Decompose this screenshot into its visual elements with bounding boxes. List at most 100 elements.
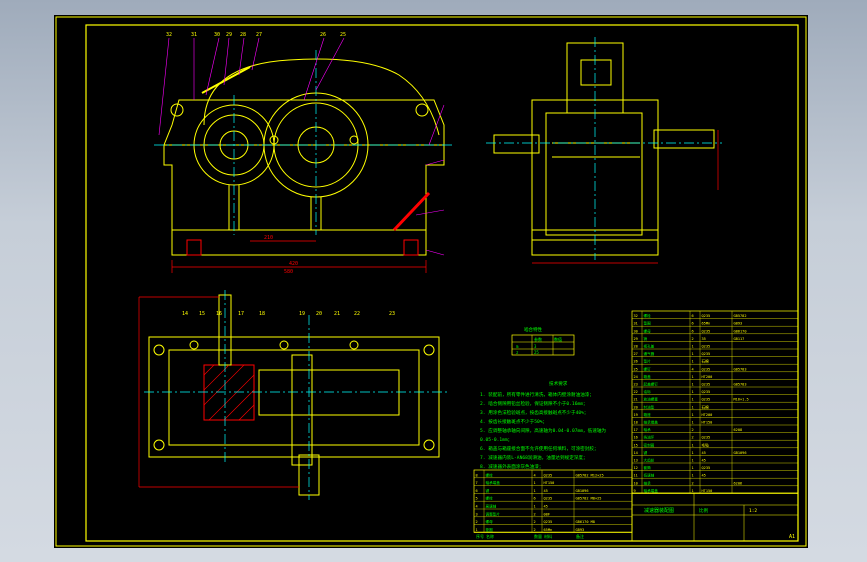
parts-cell: 油标 [644, 389, 652, 394]
side-dimensions [532, 130, 719, 264]
callout: 26 [320, 32, 326, 38]
plan-hatching [203, 364, 255, 421]
parts-cell: HT150 [702, 489, 713, 493]
parts-cell: 2 [692, 481, 694, 485]
parts-cell: 31 [634, 322, 638, 326]
parts-cell: Q235 [702, 329, 711, 333]
callout: 28 [240, 32, 246, 38]
parts-cell: 32 [634, 314, 638, 318]
parts-cell: 键 [644, 450, 648, 455]
side-view[interactable] [493, 42, 715, 256]
parts-cell: 轴承端盖 [486, 480, 501, 485]
svg-text:参数: 参数 [534, 336, 542, 342]
callout: 16 [216, 311, 222, 317]
parts-cell: 3 [476, 512, 478, 516]
parts-cell: 1 [692, 398, 694, 402]
parts-cell: 轴承端盖 [644, 420, 659, 425]
front-leaders [158, 37, 445, 256]
callout: 31 [191, 32, 197, 38]
parts-cell: 26 [634, 360, 638, 364]
parts-cell: HT150 [702, 421, 713, 425]
parts-cell: 2 [534, 528, 536, 532]
parts-cell: Q235 [702, 390, 711, 394]
svg-text:m: m [516, 344, 519, 349]
parts-cell: 1 [692, 451, 694, 455]
plan-housing-outer [148, 336, 440, 458]
parts-cell: 1 [692, 405, 694, 409]
parts-cell: 轴承 [644, 480, 652, 485]
front-cover-arc [203, 58, 440, 136]
parts-cell: 2 [692, 337, 694, 341]
plan-view[interactable] [148, 294, 440, 496]
parts-cell: 8 [476, 473, 478, 477]
parts-cell: 13 [634, 459, 638, 463]
callout: 20 [316, 311, 322, 317]
parts-cell: 毛毡 [702, 442, 710, 447]
parts-cell: 45 [544, 489, 548, 493]
parts-cell: 低速轴 [644, 473, 655, 478]
tech-title: 技术要求 [549, 380, 568, 387]
parts-cell: M16×1.5 [734, 398, 749, 402]
svg-text:4. 按齿长接触斑点不少于50%；: 4. 按齿长接触斑点不少于50%； [480, 418, 547, 425]
drawing-sheet[interactable]: 420 210 32 31 30 29 28 27 26 25 [54, 15, 808, 548]
parts-cell: 1 [692, 466, 694, 470]
parts-cell: 20 [634, 405, 638, 409]
parts-cell: 6 [692, 329, 694, 333]
plan-housing-inner [168, 349, 420, 446]
side-inspection-hole [580, 59, 612, 86]
svg-text:0.05-0.1mm；: 0.05-0.1mm； [480, 437, 512, 443]
drawing-frame [85, 24, 799, 542]
assembly-drawing-canvas[interactable]: 420 210 32 31 30 29 28 27 26 25 [54, 15, 808, 548]
parts-cell: 1 [534, 505, 536, 509]
parts-cell: GB117 [734, 337, 745, 341]
parts-cell: 2 [476, 520, 478, 524]
callout: 14 [182, 311, 188, 317]
svg-text:1. 装配前，所有零件进行清洗，箱体内壁涂耐油油漆；: 1. 装配前，所有零件进行清洗，箱体内壁涂耐油油漆； [480, 391, 594, 398]
parts-cell: 35 [702, 337, 706, 341]
parts-cell: 螺母 [644, 328, 652, 333]
parts-cell: 4 [692, 367, 694, 371]
front-centerlines [154, 50, 454, 235]
parts-cell: GB6170 M8 [576, 520, 595, 524]
callout: 18 [259, 311, 265, 317]
parts-cell: 24 [634, 375, 638, 379]
parts-cell: 1 [692, 345, 694, 349]
parts-header: 名称 [486, 533, 494, 539]
mesh-table: 啮合特性 参数 数值 m 3 z 25 [511, 326, 575, 356]
parts-cell: 大齿轮 [644, 458, 655, 463]
parts-cell: 16 [634, 436, 638, 440]
parts-cell: 箱座 [644, 412, 652, 417]
front-view[interactable] [163, 58, 445, 256]
parts-cell: 1 [692, 489, 694, 493]
callout: 29 [226, 32, 232, 38]
parts-cell: 密封圈 [644, 442, 655, 447]
parts-cell: 7 [476, 481, 478, 485]
side-centerlines [486, 37, 722, 260]
parts-cell: 箱盖 [644, 374, 652, 379]
parts-cell: 套筒 [644, 465, 652, 470]
parts-cell: Q235 [702, 352, 711, 356]
parts-cell: 10 [634, 481, 638, 485]
parts-cell: 销 [644, 336, 648, 341]
callout: 17 [238, 311, 244, 317]
parts-cell: Q235 [702, 466, 711, 470]
parts-cell: 通气器 [644, 351, 655, 356]
svg-text:3. 用涂色法检验斑点，按齿高接触斑点不少于40%；: 3. 用涂色法检验斑点，按齿高接触斑点不少于40%； [480, 409, 588, 416]
parts-cell: 1 [692, 421, 694, 425]
parts-cell: 1 [692, 413, 694, 417]
low-speed-shaft [291, 354, 313, 466]
parts-cell: HT200 [702, 375, 713, 379]
parts-cell: 11 [634, 474, 638, 478]
parts-cell: HT200 [702, 413, 713, 417]
parts-cell: 垫圈 [486, 527, 494, 532]
parts-cell: 21 [634, 398, 638, 402]
parts-cell: 2 [534, 520, 536, 524]
parts-cell: Q235 [702, 398, 711, 402]
parts-cell: Q235 [544, 473, 553, 477]
scale-label: 比例 [699, 507, 708, 514]
callout: 27 [256, 32, 262, 38]
parts-header: 材料 [544, 533, 552, 539]
parts-cell: 1 [534, 489, 536, 493]
